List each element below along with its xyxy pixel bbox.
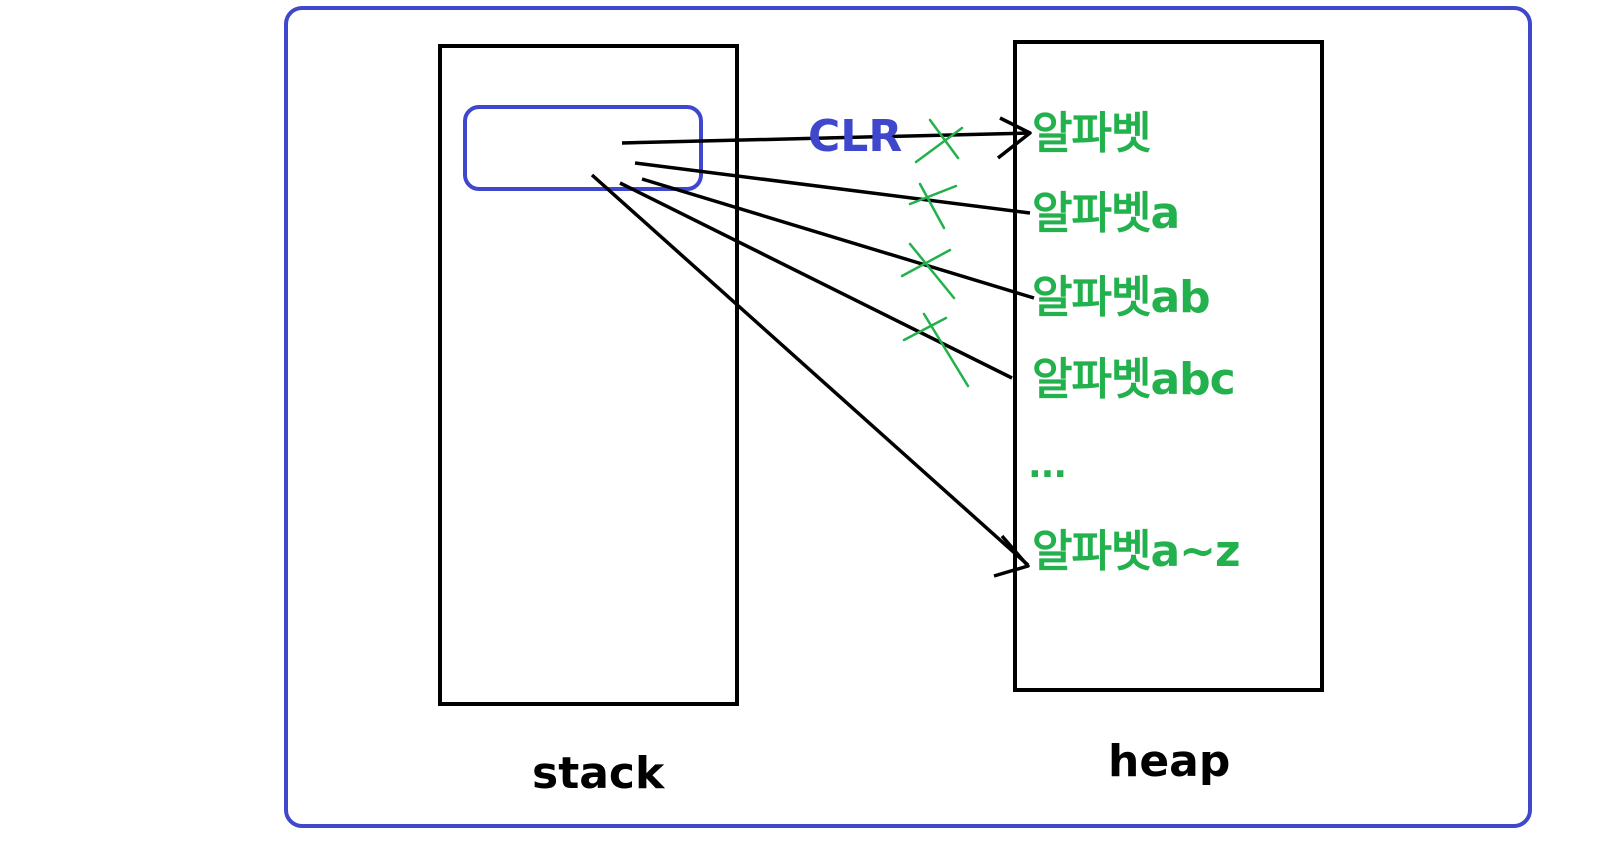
reference-line-1 [634, 161, 1031, 215]
heap-item-5: 알파벳a~z [1032, 526, 1241, 577]
heap-item-2: 알파벳ab [1032, 272, 1211, 323]
heap-label: heap [1108, 736, 1231, 787]
cross-mark-icon [900, 242, 956, 300]
stack-label: stack [532, 748, 665, 799]
heap-item-1: 알파벳a [1032, 188, 1180, 239]
variable-reference-box [463, 105, 703, 191]
heap-item-0: 알파벳 [1032, 108, 1151, 159]
stack-box [438, 44, 739, 706]
cross-mark-icon [914, 118, 964, 164]
reference-line-0 [621, 131, 1031, 145]
arrowhead-icon [996, 116, 1032, 160]
arrowhead-icon [993, 534, 1030, 578]
heap-item-ellipsis: ... [1028, 445, 1067, 486]
outer-frame [284, 6, 1532, 828]
clr-label: CLR [808, 111, 903, 162]
reference-line-5 [590, 173, 1030, 567]
reference-line-2 [641, 177, 1035, 300]
cross-mark-icon [902, 312, 970, 388]
heap-box [1013, 40, 1324, 692]
heap-item-3: 알파벳abc [1032, 354, 1236, 405]
cross-mark-icon [908, 182, 958, 230]
reference-line-3 [619, 181, 1013, 380]
